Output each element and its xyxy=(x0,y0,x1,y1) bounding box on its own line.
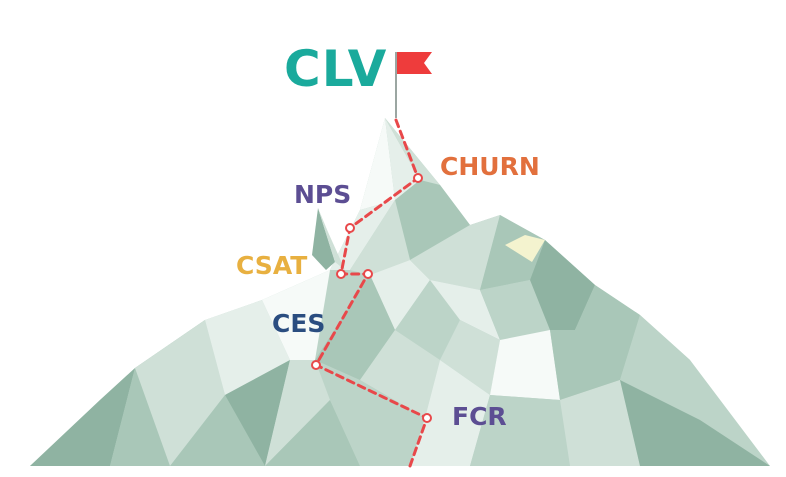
route-waypoint xyxy=(364,270,372,278)
route-waypoint xyxy=(423,414,431,422)
milestone-churn: CHURN xyxy=(440,154,540,179)
mountain-facet xyxy=(490,330,560,400)
route-waypoint xyxy=(414,174,422,182)
route-waypoint xyxy=(346,224,354,232)
milestone-csat: CSAT xyxy=(236,253,307,278)
milestone-nps: NPS xyxy=(294,182,351,207)
milestone-ces: CES xyxy=(272,311,325,336)
flag-banner xyxy=(397,52,432,74)
milestone-fcr: FCR xyxy=(452,404,507,429)
mountain-facet xyxy=(312,208,335,270)
route-waypoint xyxy=(312,361,320,369)
route-waypoint xyxy=(337,270,345,278)
mountain-illustration xyxy=(30,118,770,466)
summit-title: CLV xyxy=(284,44,387,94)
flag xyxy=(396,52,432,118)
